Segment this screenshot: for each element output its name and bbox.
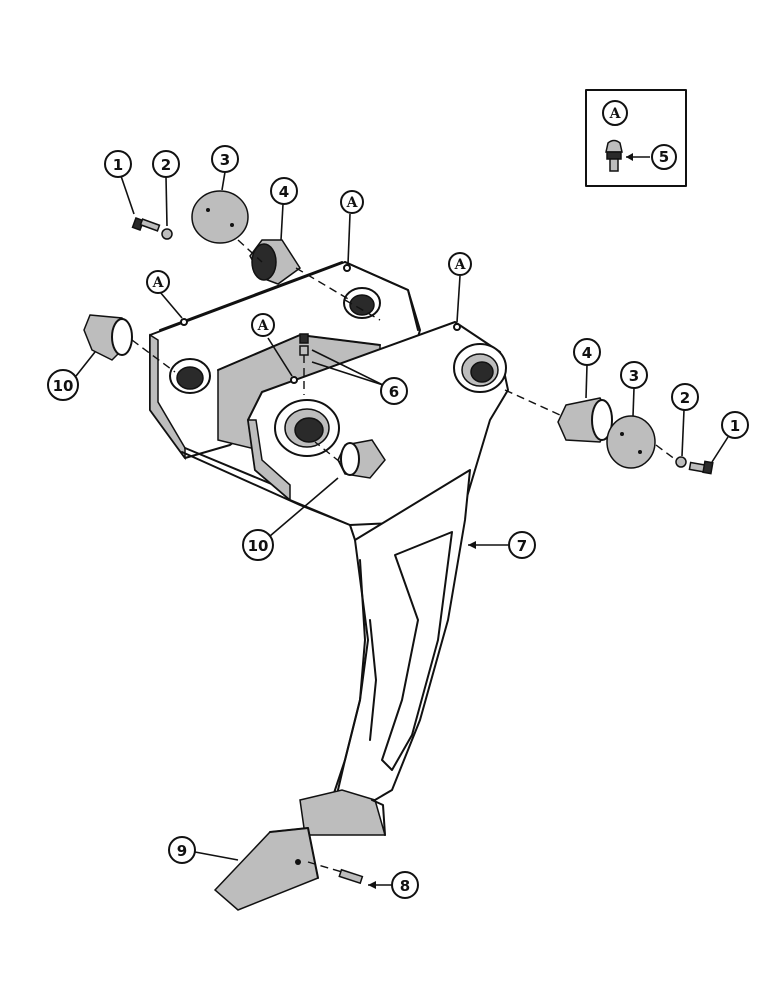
ripper-tooth-point (213, 827, 319, 911)
detail-inset-box: A 5 (585, 89, 687, 187)
lock-washer-2-left (161, 228, 173, 240)
callout-10-upper-label: 10 (53, 377, 74, 395)
callout-1-right-label: 1 (730, 417, 740, 435)
callout-7: 7 (468, 531, 536, 559)
detail-marker-a-2-label: A (346, 195, 359, 211)
detail-marker-a-1: A (146, 270, 183, 319)
cover-plate-3-left (191, 190, 249, 244)
callout-1-left: 1 (104, 150, 135, 215)
callout-8-label: 8 (400, 877, 410, 895)
mounting-bracket-front-plate (247, 321, 509, 526)
lock-washer-2-right (675, 456, 687, 468)
callout-2-left: 2 (152, 150, 180, 227)
callout-2-right-label: 2 (680, 389, 690, 407)
bushing-4-right (557, 397, 613, 443)
detail-marker-a-3-label: A (257, 318, 270, 334)
callout-6-label: 6 (389, 383, 399, 401)
callout-2-right: 2 (671, 383, 699, 457)
callout-2-left-label: 2 (161, 156, 171, 174)
callout-3-right: 3 (620, 361, 648, 417)
callout-7-label: 7 (517, 537, 527, 555)
bushing-10-upper (83, 314, 133, 361)
callout-3-right-label: 3 (629, 367, 639, 385)
callout-4-left-label: 4 (279, 183, 289, 201)
callout-1-left-label: 1 (113, 156, 123, 174)
retaining-pin (307, 861, 364, 885)
bolt-1-left (131, 216, 161, 232)
detail-marker-a-1-label: A (152, 275, 165, 291)
detail-marker-a-4-label: A (454, 257, 467, 273)
callout-10-lower: 10 (242, 477, 339, 561)
callout-10-lower-label: 10 (248, 537, 269, 555)
callout-4-left: 4 (270, 177, 298, 241)
callout-9: 9 (168, 836, 239, 864)
bolt-1-right (688, 460, 714, 475)
detail-marker-a-4: A (448, 252, 472, 323)
callout-9-label: 9 (177, 842, 187, 860)
callout-10-upper: 10 (47, 351, 96, 401)
detail-marker-a-2: A (340, 190, 364, 265)
callout-5: 5 (659, 148, 669, 166)
callout-3-left: 3 (211, 145, 239, 191)
grease-fitting-icon (605, 139, 623, 172)
callout-4-right: 4 (573, 338, 601, 399)
callout-8: 8 (368, 871, 419, 899)
callout-3-left-label: 3 (220, 151, 230, 169)
callout-1-right: 1 (711, 411, 749, 463)
callout-4-right-label: 4 (582, 344, 592, 362)
bushing-4-left (249, 239, 302, 285)
detail-marker-a-3: A (251, 313, 293, 377)
inset-detail-label: A (609, 106, 622, 122)
bushing-10-lower (337, 439, 386, 479)
cover-plate-3-right (606, 415, 656, 469)
callout-6: 6 (311, 349, 408, 405)
ripper-shank (299, 469, 471, 836)
grease-fitting-6 (299, 333, 309, 395)
